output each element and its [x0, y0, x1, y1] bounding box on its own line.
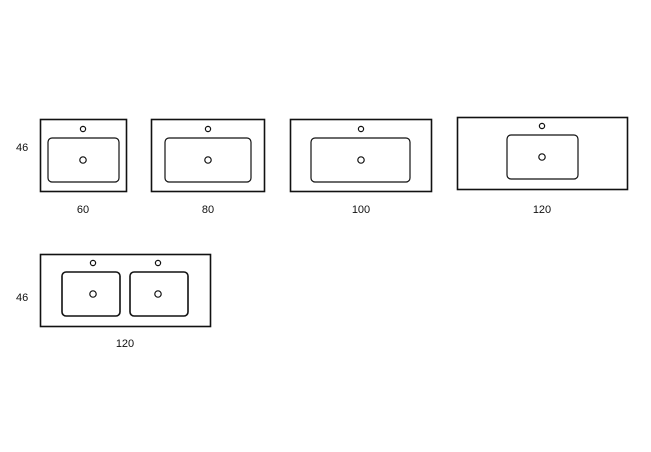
basin-80 — [150, 118, 266, 193]
drain-hole-left — [89, 290, 97, 298]
width-label-60: 60 — [77, 204, 89, 216]
drain-hole — [538, 153, 546, 161]
drain-hole — [204, 156, 212, 164]
countertop-outline — [39, 118, 128, 193]
basin-120-double — [39, 253, 212, 328]
tap-hole — [79, 125, 87, 133]
basin-60 — [39, 118, 128, 193]
width-label-120-single: 120 — [533, 204, 551, 216]
width-label-100: 100 — [352, 204, 370, 216]
tap-hole — [204, 125, 212, 133]
tap-hole — [538, 122, 546, 130]
tap-hole-right — [154, 259, 162, 267]
bowl-outline — [164, 137, 252, 183]
depth-label-row1: 46 — [16, 142, 28, 154]
drain-hole — [357, 156, 365, 164]
bowl-outline-left — [61, 271, 121, 317]
tap-hole — [357, 125, 365, 133]
width-label-80: 80 — [202, 204, 214, 216]
tap-hole-left — [89, 259, 97, 267]
countertop-outline — [150, 118, 266, 193]
depth-label-row2: 46 — [16, 292, 28, 304]
countertop-outline — [456, 116, 629, 191]
bowl-outline-right — [129, 271, 189, 317]
basin-120-single — [456, 116, 629, 191]
bowl-outline — [506, 134, 579, 180]
width-label-120-double: 120 — [116, 338, 134, 350]
drain-hole-right — [154, 290, 162, 298]
drain-hole — [79, 156, 87, 164]
countertop-outline — [39, 253, 212, 328]
countertop-outline — [289, 118, 433, 193]
bowl-outline — [310, 137, 411, 183]
bowl-outline — [47, 137, 120, 183]
basin-100 — [289, 118, 433, 193]
